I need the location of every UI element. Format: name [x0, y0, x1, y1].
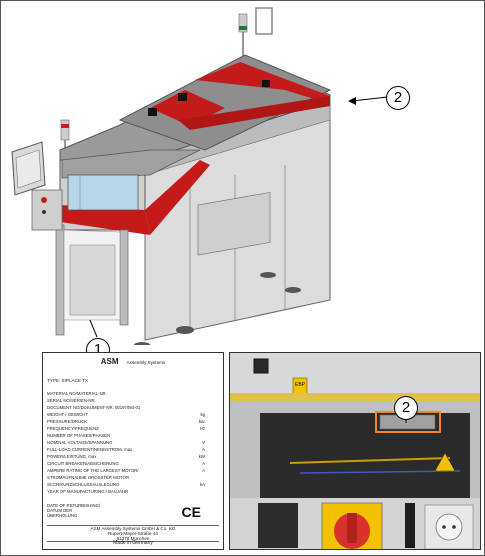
made-in-label: Made in Germany	[113, 540, 153, 546]
plate-row-label: NUMBER OF PHASES/PHASEN	[47, 433, 111, 438]
plate-row-unit: V	[202, 440, 205, 445]
plate-row-label: WEIGHT / GEWICHT	[47, 412, 88, 417]
plate-location-photo: EBP	[229, 352, 481, 550]
plate-row: YEAR OF MANUFACTURING / BAUJAHR	[47, 489, 219, 494]
type-plate: ASM Assembly Systems TYPE: SIPLACE TX MA…	[42, 352, 224, 550]
ebp-label: EBP	[295, 382, 306, 388]
plate-row: NUMBER OF PHASES/PHASEN	[47, 433, 219, 438]
plate-row-unit: kW	[198, 454, 205, 459]
plate-row-label: POWER/LEISTUNG, max	[47, 454, 97, 459]
refurbish-date-label: DATE OF REFURBISHING/ DATUM DER ÜBERHOLU…	[47, 503, 101, 518]
plate-row-label: CIRCUIT BREAKER/ABSICHERUNG	[47, 461, 119, 466]
brand-subtitle: Assembly Systems	[126, 360, 166, 365]
placement-machine-illustration	[11, 7, 388, 345]
plate-row-unit: kA	[199, 482, 205, 487]
plate-row: DOCUMENT NO/DOKUMENT-NR. 00197093-01	[47, 405, 219, 410]
plate-row-label: MATERIAL NO/MATERIAL-NR.	[47, 391, 107, 396]
plate-row-label: SCCR/KURZSCHLUSSAUSLEGUNG	[47, 482, 120, 487]
plate-row: CIRCUIT BREAKER/ABSICHERUNG A	[47, 461, 219, 466]
plate-row-label: FULL-LOAD CURRENT/NENNSTROM, max	[47, 447, 133, 452]
plate-row-label: YEAR OF MANUFACTURING / BAUJAHR	[47, 489, 129, 494]
plate-row: POWER/LEISTUNG, max kW	[47, 454, 219, 459]
plate-row: STROMAUFNAHME GROSSTER MOTOR	[47, 475, 219, 480]
plate-row-label: PRESSURE/DRUCK	[47, 419, 88, 424]
plate-row: FULL-LOAD CURRENT/NENNSTROM, max A	[47, 447, 219, 452]
plate-row-label: DOCUMENT NO/DOKUMENT-NR. 00197093-01	[47, 405, 141, 410]
plate-row-unit: kg	[200, 412, 205, 417]
type-line: TYPE: SIPLACE TX	[47, 378, 89, 383]
plate-location-photo-drawing: EBP	[230, 353, 480, 549]
plate-row: NOMINAL VOLTAGE/SPANNUNG V	[47, 440, 219, 445]
plate-row: SERIAL NO/SERIEN-NR.	[47, 398, 219, 403]
plate-row: WEIGHT / GEWICHT kg	[47, 412, 219, 417]
ce-mark: CE	[181, 504, 201, 520]
plate-row-unit: bar	[198, 419, 205, 424]
plate-row: MATERIAL NO/MATERIAL-NR.	[47, 391, 219, 396]
plate-row-label: NOMINAL VOLTAGE/SPANNUNG	[47, 440, 113, 445]
plate-row: FREQUENCY/FREQUENZ Hz	[47, 426, 219, 431]
plate-row: AMPERE RATING OF THE LARGEST MOTOR/A	[47, 468, 219, 473]
plate-row: PRESSURE/DRUCK bar	[47, 419, 219, 424]
plate-row-label: FREQUENCY/FREQUENZ	[47, 426, 99, 431]
callout-machine: 2	[386, 86, 410, 110]
manufacturer-address: ASM Assembly Systems GmbH & Co. KG Ruper…	[47, 525, 219, 542]
callout-photo: 2	[394, 396, 418, 420]
plate-row-label: AMPERE RATING OF THE LARGEST MOTOR/	[47, 468, 139, 473]
plate-row-label: SERIAL NO/SERIEN-NR.	[47, 398, 96, 403]
plate-row-unit: Hz	[199, 426, 205, 431]
asm-logo: ASM	[100, 357, 119, 366]
plate-row-label: STROMAUFNAHME GROSSTER MOTOR	[47, 475, 130, 480]
plate-header: ASM Assembly Systems	[43, 357, 223, 366]
plate-row: SCCR/KURZSCHLUSSAUSLEGUNG kA	[47, 482, 219, 487]
plate-row-unit: A	[202, 447, 205, 452]
plate-row-unit: A	[202, 461, 205, 466]
plate-row-unit: A	[202, 468, 205, 473]
